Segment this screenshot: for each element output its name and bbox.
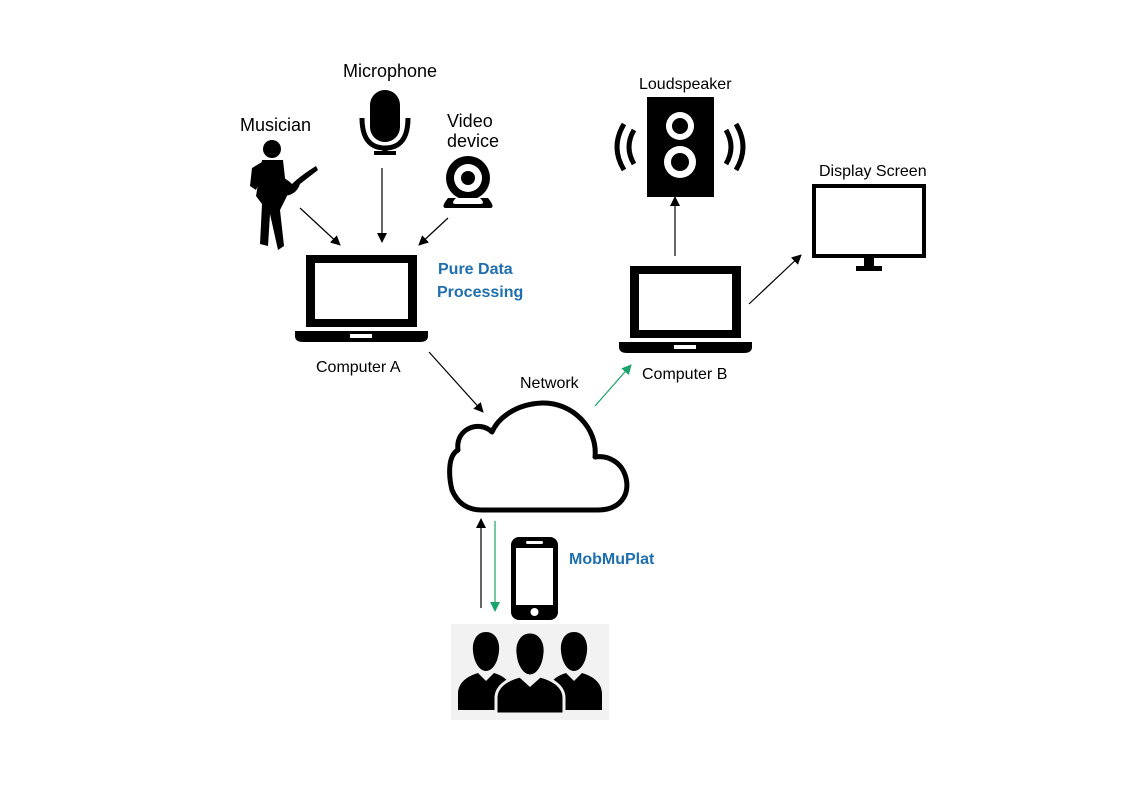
pure-data-label-line2: Processing [437, 284, 524, 301]
loudspeaker-icon [614, 97, 746, 197]
laptop-b-icon [619, 266, 752, 353]
computer-a-label: Computer A [316, 359, 401, 376]
loudspeaker-label: Loudspeaker [639, 76, 732, 93]
laptop-a-icon [295, 255, 428, 342]
mobmuplat-label: MobMuPlat [569, 551, 655, 568]
pure-data-label-line1: Pure Data [438, 261, 513, 278]
monitor-icon [812, 184, 926, 271]
arrow-network-to-computer-b [594, 364, 632, 407]
musician-icon [250, 140, 318, 250]
arrow-computer-b-to-display [748, 254, 802, 305]
video-device-label-line1: Video [447, 111, 493, 131]
musician-label: Musician [240, 115, 312, 135]
arrow-musician-to-computer-a [299, 207, 341, 246]
network-label: Network [520, 375, 579, 392]
cloud-icon [447, 400, 630, 513]
arrow-webcam-to-computer-a [418, 217, 449, 246]
audience-icon [451, 624, 609, 720]
microphone-icon [359, 90, 411, 155]
display-screen-label: Display Screen [819, 163, 927, 180]
video-device-label-line2: device [447, 131, 500, 151]
smartphone-icon [511, 537, 558, 620]
microphone-label: Microphone [343, 61, 438, 81]
webcam-icon [443, 156, 493, 208]
computer-b-label: Computer B [642, 366, 728, 383]
arrow-computer-a-to-network [428, 351, 484, 413]
